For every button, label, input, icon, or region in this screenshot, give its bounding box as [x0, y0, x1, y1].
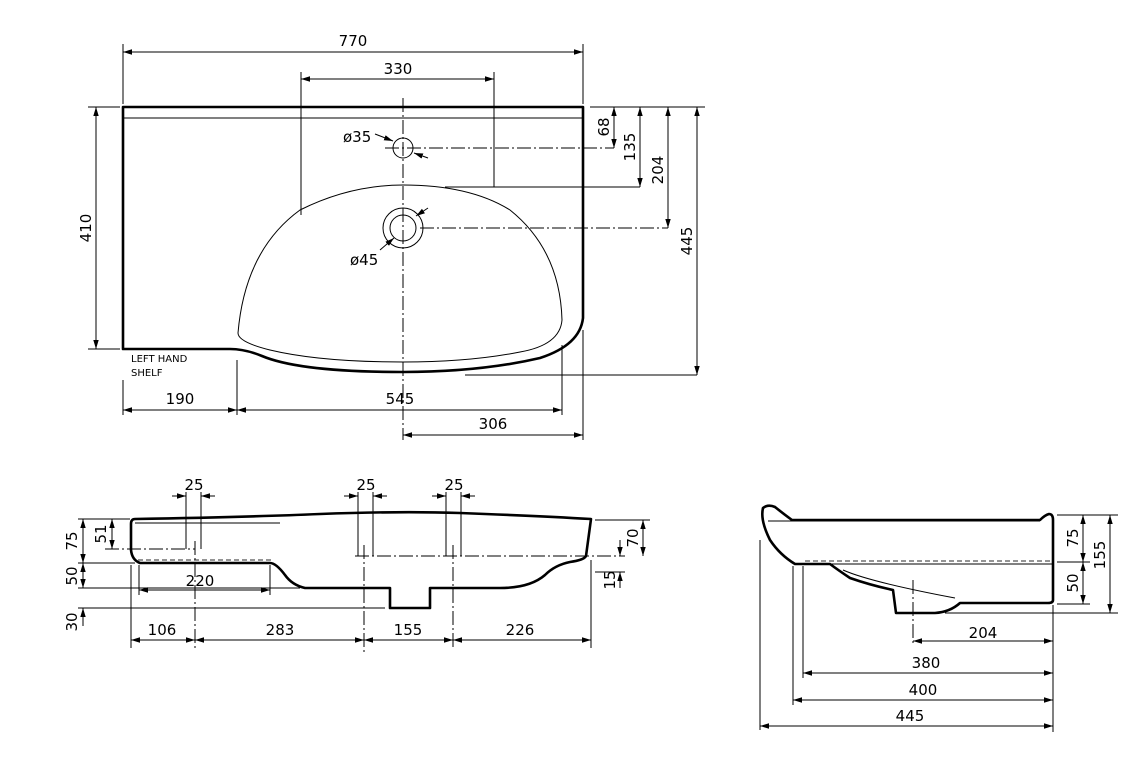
dim-220: 220 — [186, 572, 215, 590]
dim-side-400: 400 — [909, 681, 938, 699]
tap-hole-label: ø35 — [343, 128, 371, 146]
dim-70: 70 — [624, 528, 642, 547]
basin-outline-top — [121, 105, 585, 374]
bowl-outline — [237, 184, 563, 363]
side-view: 75 50 155 204 380 400 445 — [759, 504, 1118, 732]
dim-side-445: 445 — [896, 707, 925, 725]
dim-226: 226 — [506, 621, 535, 639]
shelf-note-line1: LEFT HAND — [131, 354, 188, 365]
dim-204: 204 — [649, 156, 667, 185]
dim-51: 51 — [92, 524, 110, 543]
dim-155: 155 — [394, 621, 423, 639]
dim-190: 190 — [166, 390, 195, 408]
dim-side-380: 380 — [912, 654, 941, 672]
dim-770: 770 — [339, 32, 368, 50]
basin-outline-front — [129, 510, 593, 610]
dim-side-204: 204 — [969, 624, 998, 642]
dim-283: 283 — [266, 621, 295, 639]
dim-306: 306 — [479, 415, 508, 433]
dim-30: 30 — [63, 612, 81, 631]
dim-410: 410 — [77, 214, 95, 243]
dim-25-left: 25 — [184, 476, 203, 494]
dim-330: 330 — [384, 60, 413, 78]
dim-side-50: 50 — [1064, 573, 1082, 592]
drain-label: ø45 — [350, 251, 378, 269]
dim-135: 135 — [621, 133, 639, 162]
basin-outline-side — [761, 504, 1055, 615]
dim-25-mid: 25 — [356, 476, 375, 494]
dim-25-right: 25 — [444, 476, 463, 494]
dim-side-75: 75 — [1064, 528, 1082, 547]
front-view: 25 25 25 75 51 50 30 220 70 15 106 283 1… — [63, 476, 650, 655]
dim-50: 50 — [63, 566, 81, 585]
dim-545: 545 — [386, 390, 415, 408]
top-view: 770 330 410 68 135 204 445 190 545 306 ø… — [77, 32, 705, 440]
dim-106: 106 — [148, 621, 177, 639]
shelf-note-line2: SHELF — [131, 368, 163, 379]
dim-68: 68 — [595, 117, 613, 136]
dim-445: 445 — [678, 227, 696, 256]
dim-side-155: 155 — [1091, 541, 1109, 570]
dim-75: 75 — [63, 531, 81, 550]
dim-15: 15 — [601, 570, 619, 589]
